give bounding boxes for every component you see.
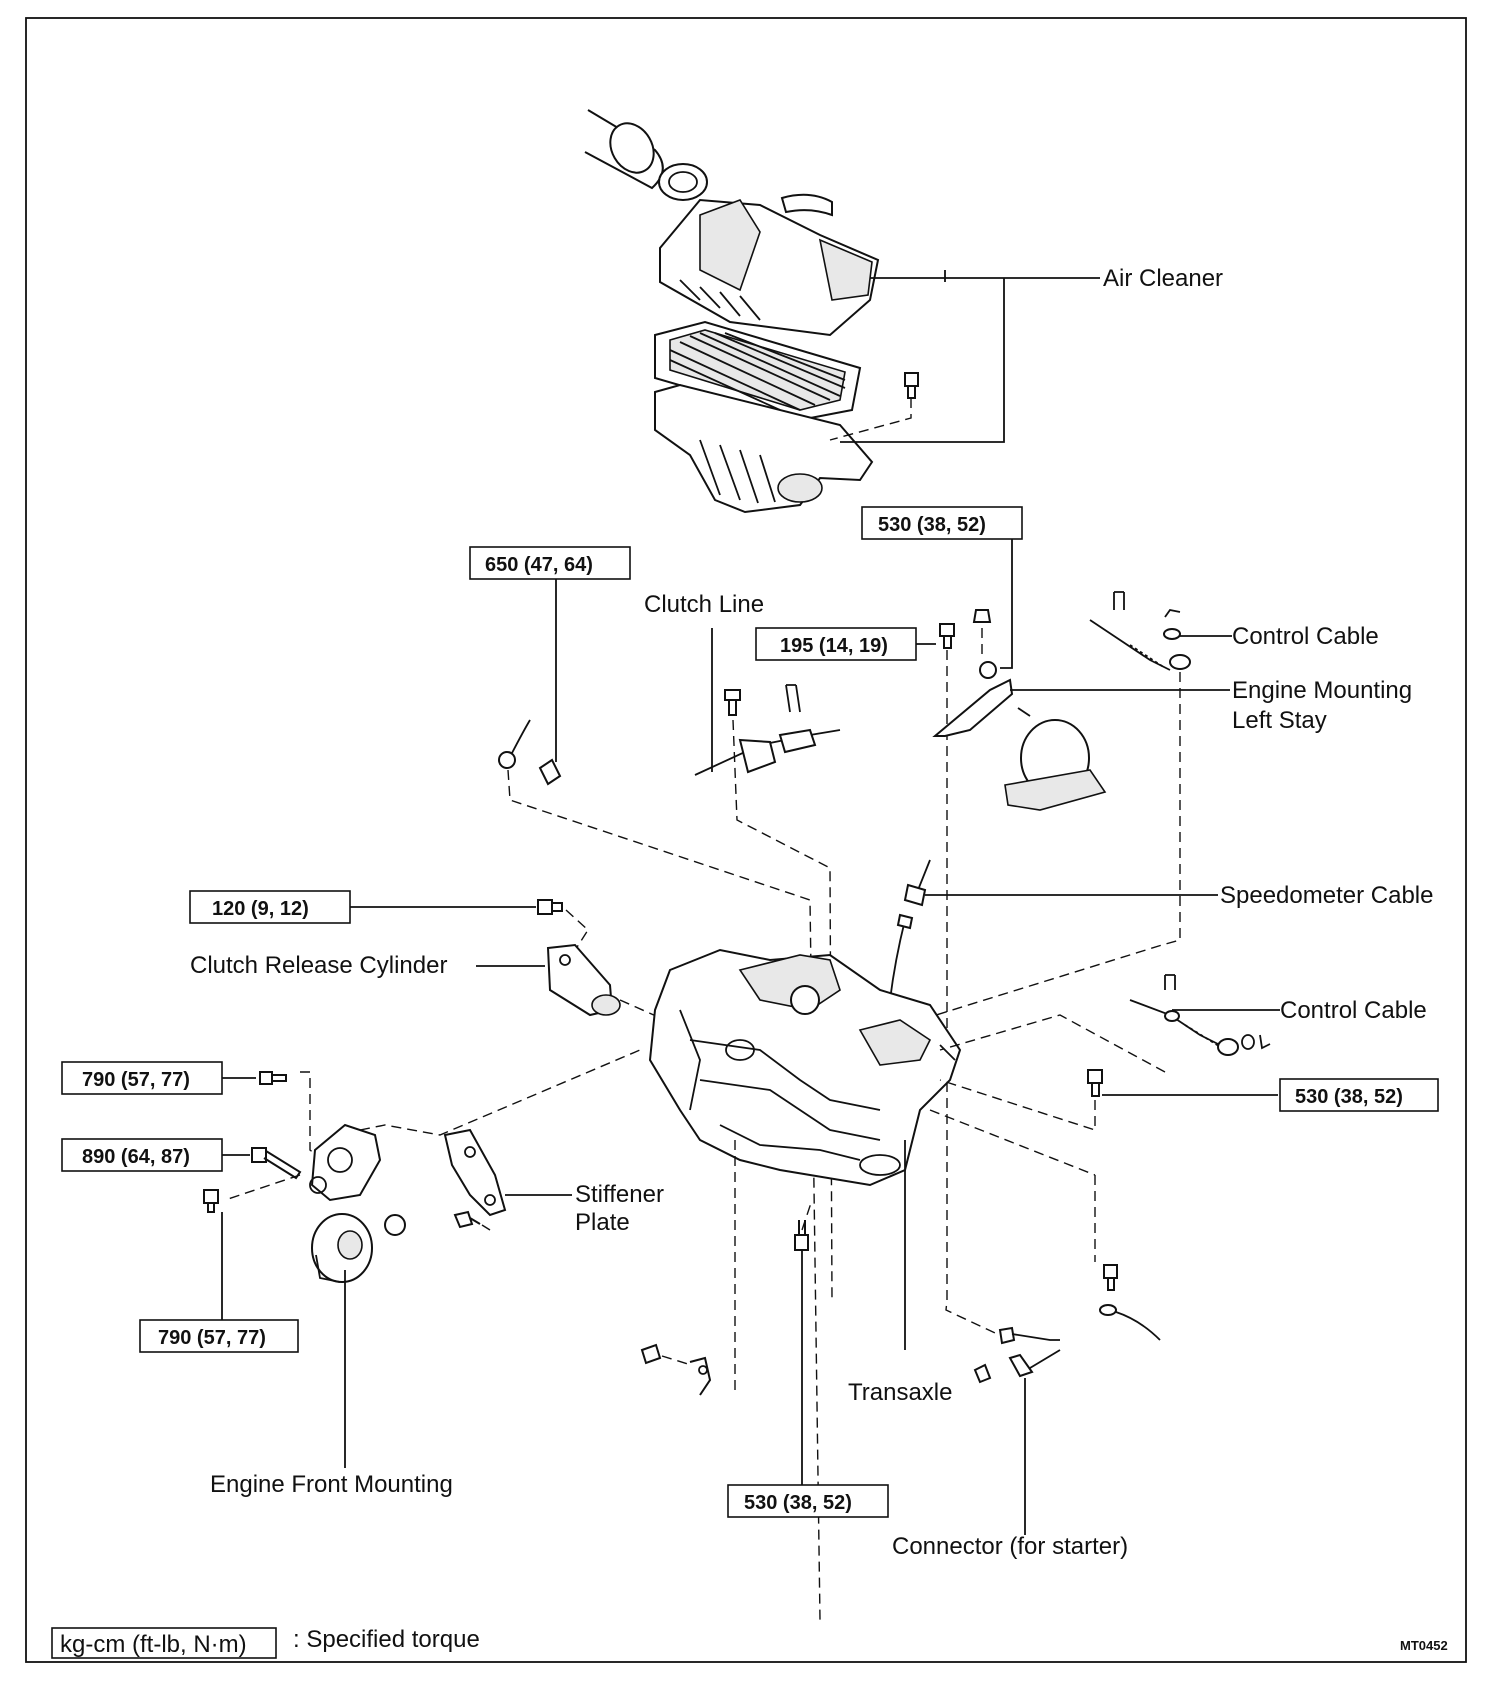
- control-cable-lower-icon: [1129, 974, 1271, 1056]
- label-engine-mounting-left-stay-1: Engine Mounting: [1232, 677, 1412, 704]
- ground-wire-right-icon: [1099, 1264, 1161, 1341]
- torque-box-195: [755, 627, 917, 661]
- hose-clamp-icon: [658, 163, 708, 201]
- legend-description: : Specified torque: [293, 1626, 480, 1653]
- ground-strap-lower-icon: [640, 1343, 712, 1396]
- bolt-790-lower-icon: [203, 1189, 219, 1213]
- air-cleaner-bolt-icon: [904, 372, 919, 399]
- torque-890: 890 (64, 87): [82, 1146, 190, 1168]
- clutch-release-cylinder-icon: [546, 943, 621, 1017]
- label-air-cleaner: Air Cleaner: [1103, 265, 1223, 292]
- bolt-790-upper-icon: [259, 1071, 287, 1085]
- stiffener-bolt-icon: [453, 1210, 481, 1229]
- bolt-195-icon: [939, 623, 955, 649]
- bolt-120-icon: [537, 899, 563, 915]
- torque-530-right: 530 (38, 52): [1295, 1086, 1403, 1108]
- torque-box-650: [469, 546, 631, 580]
- label-clutch-line: Clutch Line: [644, 591, 764, 618]
- label-control-cable-upper: Control Cable: [1232, 623, 1379, 650]
- torque-box-120: [189, 890, 351, 924]
- air-duct-icon: [780, 193, 833, 217]
- torque-650: 650 (47, 64): [485, 554, 593, 576]
- label-engine-front-mounting: Engine Front Mounting: [210, 1471, 453, 1498]
- air-cleaner-group: [584, 109, 1100, 514]
- speedometer-cable-icon: [889, 859, 931, 1001]
- label-control-cable-lower: Control Cable: [1280, 997, 1427, 1024]
- clutch-line-icon: [694, 684, 841, 776]
- label-speedometer-cable: Speedometer Cable: [1220, 882, 1433, 909]
- label-clutch-release-cylinder: Clutch Release Cylinder: [190, 952, 447, 979]
- figure-code: MT0452: [1400, 1638, 1448, 1653]
- frame-border: [25, 17, 1467, 1663]
- torque-box-530-top: [861, 506, 1023, 540]
- torque-530-bottom: 530 (38, 52): [744, 1492, 852, 1514]
- torque-box-890: [61, 1138, 223, 1172]
- label-connector-for-starter: Connector (for starter): [892, 1533, 1128, 1560]
- connector-for-starter-icon: [973, 1326, 1061, 1384]
- torque-195: 195 (14, 19): [780, 635, 888, 657]
- torque-120: 120 (9, 12): [212, 898, 309, 920]
- legend-unit: kg-cm (ft-lb, N·m): [60, 1631, 247, 1658]
- torque-box-790-lower: [139, 1319, 299, 1353]
- label-engine-mounting-left-stay-2: Left Stay: [1232, 707, 1327, 734]
- transaxle-icon: [648, 948, 962, 1187]
- nut-icon: [972, 609, 992, 623]
- torque-box-530-right: [1279, 1078, 1439, 1112]
- bolt-890-icon: [251, 1147, 302, 1180]
- label-transaxle: Transaxle: [848, 1379, 952, 1406]
- torque-box-530-bottom: [727, 1484, 889, 1518]
- label-stiffener-plate-2: Plate: [575, 1209, 630, 1236]
- torque-790-lower: 790 (57, 77): [158, 1327, 266, 1349]
- bolt-530-right-icon: [1087, 1069, 1103, 1097]
- bolt-530-bottom-icon: [794, 1220, 809, 1251]
- engine-mounting-left-stay-icon: [932, 661, 1107, 811]
- label-stiffener-plate-1: Stiffener: [575, 1181, 664, 1208]
- mount-nut-icon: [384, 1214, 406, 1236]
- ground-strap-upper-icon: [498, 719, 562, 786]
- stiffener-plate-icon: [443, 1128, 507, 1217]
- torque-790-upper: 790 (57, 77): [82, 1069, 190, 1091]
- engine-front-mounting-bracket-icon: [309, 1123, 382, 1202]
- legend-unit-box: [51, 1627, 277, 1659]
- engine-front-mounting-icon: [311, 1213, 373, 1283]
- control-cable-upper-icon: [1089, 591, 1191, 671]
- torque-530-top: 530 (38, 52): [878, 514, 986, 536]
